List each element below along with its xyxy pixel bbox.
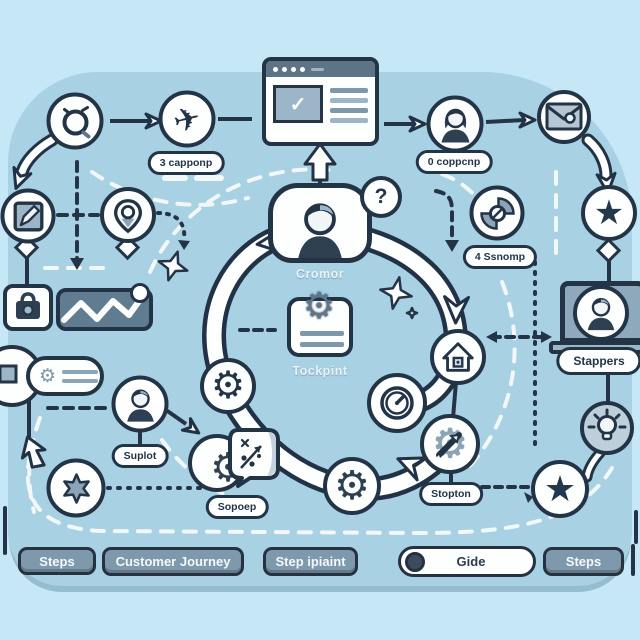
- loop-node: [46, 92, 104, 150]
- customer-label: Cromor: [295, 267, 345, 281]
- question-mark: ?: [374, 185, 388, 208]
- favorite-node-bottom: ★: [531, 460, 589, 518]
- support-person-node: [111, 375, 169, 433]
- steps-button[interactable]: Steps: [18, 547, 96, 575]
- step-label-pill: 0 coppcnp: [415, 150, 493, 174]
- loop-icon: [62, 105, 90, 138]
- person-icon: [126, 389, 154, 422]
- launch-node: ⚙: [420, 414, 480, 474]
- gear-icon: ⚙: [334, 464, 370, 508]
- chat-scatter-node: [228, 428, 280, 488]
- lightbulb-icon: [587, 408, 627, 441]
- titlebar-dot: [300, 66, 305, 72]
- tab-square-icon: [0, 364, 18, 384]
- steps-button-2[interactable]: Steps: [543, 547, 624, 576]
- gear-icon: ⚙: [302, 285, 336, 326]
- location-pin-icon: [113, 199, 143, 234]
- customer-avatar-card: [268, 183, 372, 263]
- dark-gear-node: ⚙: [323, 457, 381, 515]
- briefcase-icon: [16, 292, 40, 319]
- star-icon: ★: [593, 194, 625, 232]
- guide-search[interactable]: Gide: [398, 546, 536, 577]
- email-node: [537, 90, 591, 144]
- touchpoint-label: Tockpint: [292, 364, 348, 378]
- person-icon: [441, 108, 469, 142]
- person-icon: [587, 298, 615, 331]
- clock-icon: [380, 386, 414, 420]
- location-node: [100, 187, 156, 243]
- envelope-icon: [545, 102, 583, 131]
- launch-label-pill: Stopton: [419, 482, 483, 506]
- pill-text-lines: [62, 369, 99, 383]
- laptop-user-avatar: [573, 285, 629, 341]
- browser-body: ✓: [266, 77, 375, 131]
- search-label: Gide: [456, 554, 486, 569]
- check-icon: ✓: [289, 93, 307, 116]
- text-line: [330, 98, 368, 103]
- plane-icon: ✈: [169, 98, 205, 140]
- six-point-star-icon: [62, 472, 90, 504]
- stage-label-pill: 4 Ssnomp: [462, 245, 538, 269]
- customer-journey-button[interactable]: Customer Journey: [102, 547, 244, 576]
- text-line: [62, 378, 99, 383]
- timer-node: [367, 373, 427, 433]
- step-point-button[interactable]: Step ipiaint: [263, 547, 358, 576]
- search-knob-icon: [405, 551, 425, 572]
- text-line: [330, 88, 368, 93]
- travel-node: ✈: [158, 90, 216, 148]
- chart-point: [130, 283, 150, 303]
- text-line: [330, 108, 368, 113]
- pencil-square-icon: [13, 201, 43, 231]
- question-bubble: ?: [360, 176, 402, 218]
- home-node: [430, 329, 486, 385]
- laptop-label-pill: Stappers: [556, 347, 640, 375]
- badge-node: [46, 458, 106, 518]
- checkbox-panel: ✓: [273, 85, 323, 123]
- step-label-pill: 3 capponp: [147, 151, 225, 175]
- favorite-node: ★: [581, 185, 637, 241]
- support-label-pill: Suplot: [111, 444, 169, 468]
- text-line: [300, 331, 344, 336]
- browser-window: ✓: [262, 57, 379, 146]
- titlebar-dash: [311, 67, 324, 71]
- text-line: [300, 342, 344, 347]
- star-icon: ★: [543, 468, 577, 509]
- briefcase-panel: [3, 284, 53, 331]
- process-gear-node: ⚙: [200, 358, 256, 414]
- chat-label-pill: Sopoep: [205, 495, 269, 519]
- pie-chart-icon: [479, 196, 515, 230]
- trend-line-icon: [61, 294, 145, 323]
- idea-node: [580, 401, 634, 455]
- titlebar-dot: [291, 66, 296, 72]
- gear-icon: ⚙: [39, 365, 57, 387]
- settings-pill: ⚙: [26, 356, 104, 396]
- text-line: [62, 369, 99, 374]
- text-lines: [330, 85, 368, 123]
- compose-node: [0, 188, 56, 244]
- customer-node: [426, 95, 484, 153]
- rocket-icon: [436, 432, 462, 458]
- titlebar-dot: [273, 66, 278, 72]
- browser-titlebar: [266, 61, 375, 77]
- text-line: [330, 118, 368, 123]
- person-icon: [298, 203, 342, 258]
- titlebar-dot: [282, 66, 287, 72]
- gear-icon: ⚙: [210, 365, 246, 407]
- house-icon: [442, 342, 474, 372]
- pie-node: [469, 185, 525, 241]
